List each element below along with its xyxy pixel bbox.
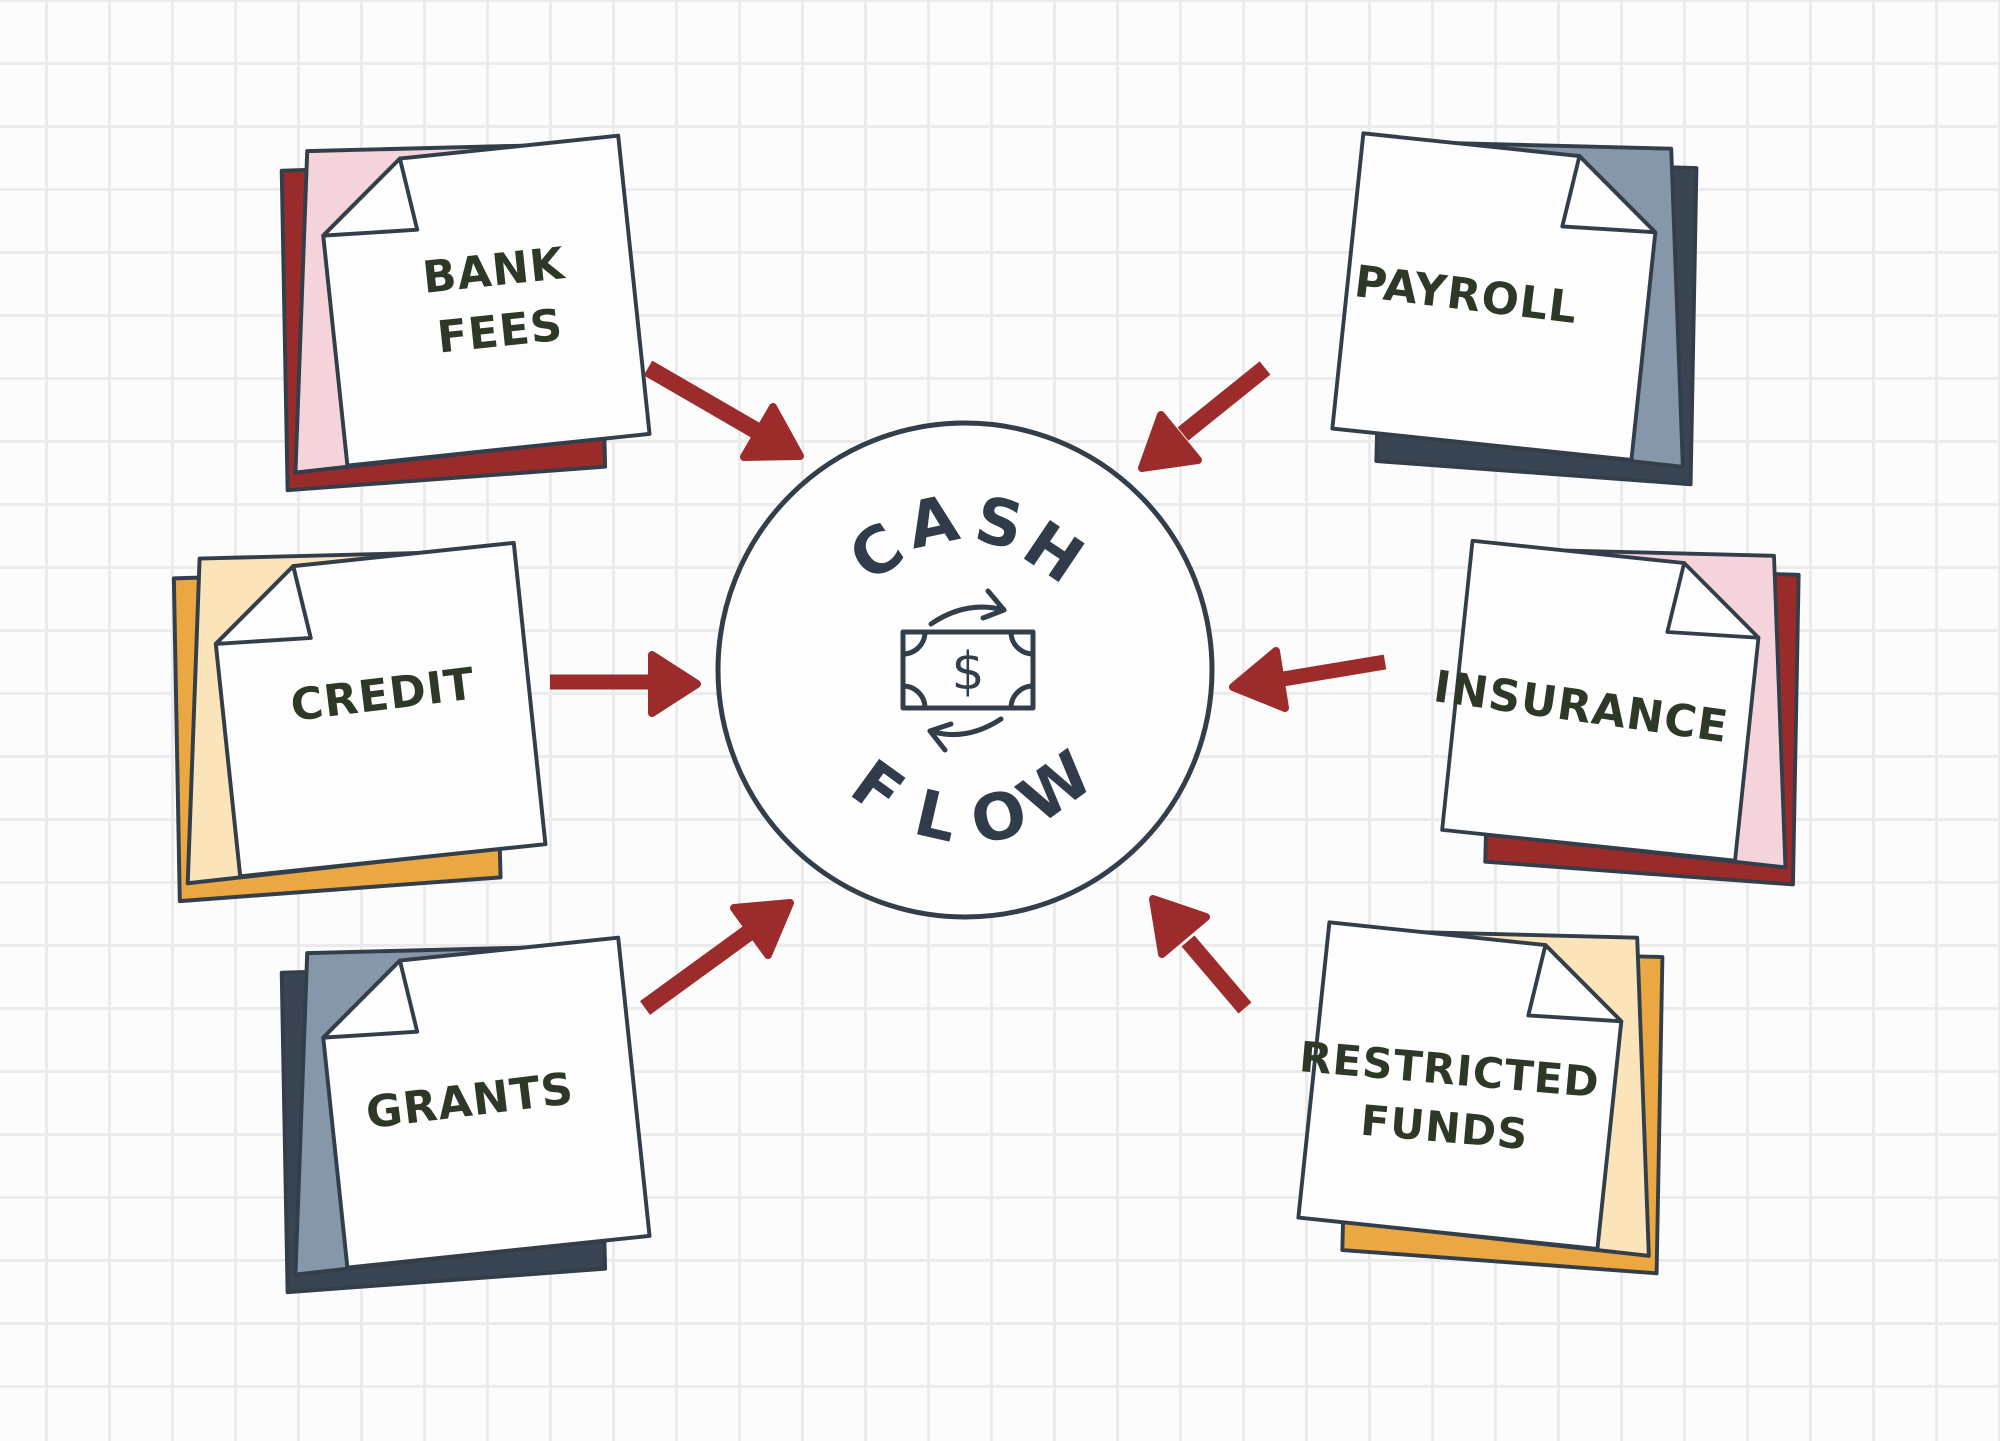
arrow-credit-icon — [550, 651, 701, 717]
arrow-restricted-funds-icon — [1149, 895, 1252, 1014]
cycle-arrow-bottom-icon — [927, 716, 1004, 753]
dollar-sign-icon: $ — [951, 642, 984, 702]
cycle-arrow-top-icon — [928, 588, 1007, 627]
dollar-bill-icon: $ — [900, 629, 1036, 711]
arrow-bank-fees-icon — [643, 360, 804, 461]
arrow-insurance-icon — [1229, 647, 1387, 712]
arrow-grants-icon — [640, 899, 794, 1015]
note-label-bank-fees: BANK FEES — [420, 238, 568, 364]
arrow-payroll-icon — [1138, 361, 1271, 472]
